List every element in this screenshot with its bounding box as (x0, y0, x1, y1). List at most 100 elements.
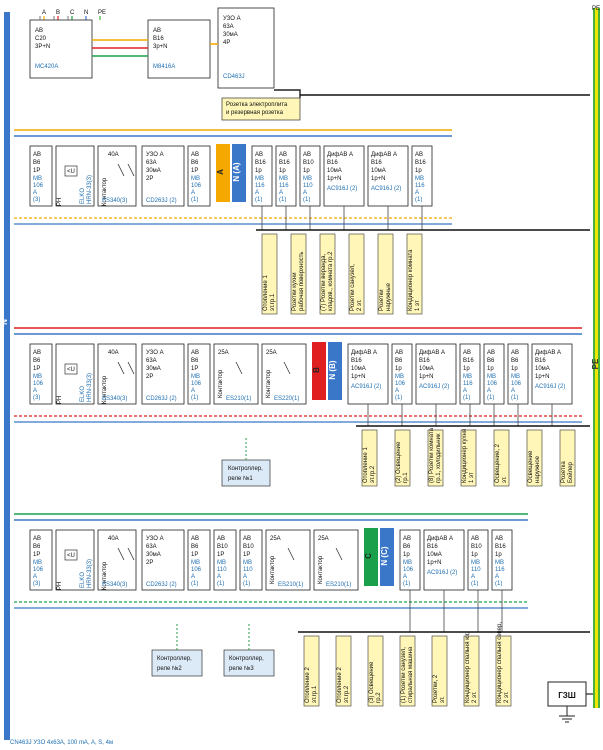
rcd-text: 30мА (146, 366, 161, 372)
rcd-model: CD263J (2) (146, 582, 177, 588)
breaker-model: (1) (395, 395, 402, 401)
load-label-box (427, 429, 444, 487)
row-first-breaker (29, 529, 53, 591)
load-label: эт.гр.1 (270, 293, 276, 311)
breaker-model: 106 (487, 381, 498, 387)
breaker-model: MB (217, 560, 226, 566)
main-breaker-text: С20 (35, 36, 47, 42)
breaker-text: B6 (395, 358, 403, 364)
breaker-model: A (33, 574, 37, 580)
branch-breaker (187, 529, 211, 591)
breaker-model: (1) (279, 197, 286, 203)
relay-coil-label: <U (67, 553, 75, 559)
breaker-model: A (395, 388, 399, 394)
breaker-model: MB (33, 374, 42, 380)
breaker-model: 116 (255, 183, 265, 189)
phase-bus-label: B (312, 367, 321, 373)
contactor-rating: 40А (108, 152, 119, 158)
load-label: рабочая поверхность (299, 251, 305, 311)
breaker-model: MB (395, 374, 404, 380)
breaker-model: (1) (511, 395, 518, 401)
rcd-text: 2Р (146, 176, 153, 182)
breaker-text: В6 (191, 544, 199, 550)
controller-label: Контроллер, (229, 656, 264, 662)
pe-bar-label: PE (591, 358, 600, 369)
breaker-text: 1p+N (427, 560, 442, 566)
contactor-rating: 40А (108, 536, 119, 542)
load-label: Розетки санузел, (350, 264, 356, 311)
load-label-box (431, 635, 448, 707)
phase-bus (312, 342, 326, 400)
load-label: гр.2 (376, 692, 382, 703)
load-label-box (493, 429, 510, 487)
breaker-text: 1p (403, 552, 410, 558)
breaker-text: 10мА (371, 168, 386, 174)
rcd-2p (141, 343, 185, 405)
breaker-model: 106 (403, 567, 414, 573)
breaker-text: B16 (427, 544, 438, 550)
load-label: эт.гр.1 (312, 685, 318, 703)
load-label: Отопление 2 (337, 667, 343, 703)
contactor-rating: 25А (270, 536, 281, 542)
breaker-model: MB (495, 560, 504, 566)
load-label-box (361, 429, 378, 487)
breaker-text: АВ (471, 536, 479, 542)
breaker-text: B16 (255, 160, 266, 166)
contactor-40a (97, 529, 137, 591)
input-label-n: N (84, 10, 88, 16)
breaker-model: MB (243, 560, 252, 566)
breaker-model: 106 (191, 381, 202, 387)
ground-bus-box (547, 681, 587, 707)
breaker-model: MB (191, 560, 200, 566)
stove-socket-label-text: Розетка электроплита (226, 102, 288, 108)
load-label-box (460, 429, 477, 487)
contact-symbol (117, 547, 135, 561)
breaker-model: 116 (279, 183, 289, 189)
breaker-text: АВ (217, 536, 225, 542)
breaker-model: AC916J (2) (427, 570, 457, 576)
branch-breaker (187, 145, 211, 207)
rcd-text: УЗО А (146, 152, 164, 158)
relay-model: ELKO (80, 188, 86, 204)
breaker-model: A (255, 190, 259, 196)
contactor-rating: 40А (108, 350, 119, 356)
contactor-model: ES220(1) (274, 396, 299, 402)
relay-model: ELKO (80, 572, 86, 588)
breaker-model: AC916J (2) (351, 384, 381, 390)
load-label: (2) Освещение (396, 441, 402, 483)
breaker-text: АВ (279, 152, 287, 158)
breaker-model: A (495, 574, 499, 580)
load-label: 1 эт (415, 300, 421, 311)
breaker-text: ДифАВ А (419, 350, 445, 356)
breaker-text: АВ (191, 350, 199, 356)
breaker-model: MB (303, 176, 312, 182)
main-breaker-text: 63А (223, 24, 234, 30)
contactor-model: ES340(3) (102, 198, 127, 204)
contact-symbol (117, 163, 135, 177)
breaker-text: B10 (471, 544, 482, 550)
contactor-rating: 25А (266, 350, 277, 356)
rcd-text: 30мА (146, 552, 161, 558)
contactor-title: Контактор (102, 375, 108, 404)
contact-symbol (283, 361, 291, 375)
breaker-model: MB (191, 374, 200, 380)
main-breaker-model: CD463J (223, 74, 245, 80)
breaker-text: АВ (33, 536, 41, 542)
controller-relay-1 (221, 459, 271, 487)
breaker-text: АВ (495, 536, 503, 542)
rcd-text: 63А (146, 160, 157, 166)
breaker-text: АВ (303, 152, 311, 158)
breaker-text: B10 (243, 544, 254, 550)
load-label: Освещение, 2 (495, 443, 501, 483)
contactor-title: Контактор (266, 369, 272, 398)
breaker-text: ДифАВ А (327, 152, 353, 158)
load-label-box (290, 233, 307, 315)
ground-symbol-icon (559, 706, 575, 723)
contactor-title: Контактор (270, 555, 276, 584)
breaker-text: B16 (463, 358, 474, 364)
rcd-model: CD263J (2) (146, 396, 177, 402)
load-label: 2 эт. (357, 299, 363, 311)
breaker-text: АВ (395, 350, 403, 356)
breaker-model: MB (403, 560, 412, 566)
main-breaker-model: M8416A (153, 64, 175, 70)
